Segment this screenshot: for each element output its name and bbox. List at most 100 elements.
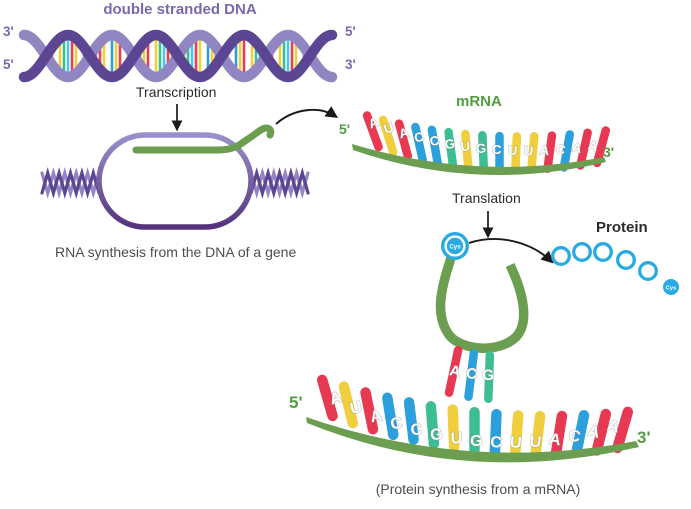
nucleotide-U bbox=[530, 410, 546, 459]
protein-amino-label: Cys bbox=[666, 285, 677, 291]
base-letter: U bbox=[348, 399, 363, 418]
nucleotide-G bbox=[484, 350, 495, 403]
trna-amino-label: Cys bbox=[449, 244, 461, 251]
dna-rung bbox=[234, 41, 238, 71]
dna-rung bbox=[162, 41, 166, 71]
base-bar bbox=[464, 349, 479, 401]
nucleotide-C bbox=[489, 408, 502, 457]
nucleotide-A bbox=[444, 345, 463, 397]
base-bar bbox=[338, 381, 359, 429]
base-bar bbox=[362, 111, 383, 152]
base-bar bbox=[425, 401, 440, 450]
base-bar bbox=[612, 406, 634, 454]
base-bar bbox=[427, 125, 442, 168]
dna-rung bbox=[62, 39, 66, 73]
dna-rung bbox=[190, 41, 194, 71]
plasmid-caption: RNA synthesis from the DNA of a gene bbox=[55, 244, 297, 260]
nucleotide-A bbox=[362, 111, 383, 152]
mrna-backbone bbox=[352, 144, 606, 175]
nucleotide-U bbox=[338, 381, 359, 429]
zigzag-strand bbox=[40, 167, 101, 199]
base-bar bbox=[378, 115, 398, 157]
base-letter: C bbox=[492, 142, 502, 157]
base-bar bbox=[484, 350, 495, 403]
dna-rung bbox=[242, 38, 246, 74]
dna-rung bbox=[110, 38, 114, 74]
base-letter: A bbox=[586, 423, 602, 442]
base-letter: G bbox=[444, 136, 456, 152]
nucleotide-C bbox=[427, 125, 442, 168]
dna-right-5prime: 5' bbox=[345, 24, 356, 39]
base-letter: U bbox=[508, 143, 518, 158]
dna-strand-dark bbox=[18, 29, 338, 83]
dna-rung bbox=[194, 39, 198, 73]
dna-rung bbox=[70, 39, 74, 73]
dna-rung bbox=[102, 41, 106, 71]
nucleotide-U bbox=[511, 132, 522, 175]
base-bar bbox=[469, 407, 480, 455]
base-bar bbox=[444, 345, 463, 397]
nucleotide-U bbox=[447, 404, 460, 453]
mrna-3prime: 3' bbox=[603, 144, 615, 160]
base-bar bbox=[394, 119, 413, 161]
nucleotide-A bbox=[360, 387, 379, 435]
nucleotide-A bbox=[543, 131, 557, 174]
nucleotide-G bbox=[425, 401, 440, 450]
dna-rung bbox=[74, 41, 78, 71]
base-letter: G bbox=[476, 141, 487, 156]
translation-label: Translation bbox=[452, 190, 521, 206]
dna-rung bbox=[294, 41, 298, 71]
dna-zigzag-right bbox=[249, 167, 310, 199]
nucleotide-U bbox=[461, 129, 473, 172]
base-letter: C bbox=[413, 129, 426, 146]
dna-double-helix bbox=[18, 29, 338, 83]
base-bar bbox=[489, 408, 502, 457]
base-bar bbox=[444, 127, 458, 170]
base-letter: C bbox=[555, 141, 567, 158]
base-letter: G bbox=[482, 367, 494, 384]
gene-plasmid-loop bbox=[96, 132, 254, 230]
base-bar bbox=[543, 131, 557, 174]
nucleotide-C bbox=[571, 410, 590, 458]
base-letter: U bbox=[450, 430, 462, 447]
protein-subunit bbox=[551, 246, 571, 266]
to-protein-arrow bbox=[468, 238, 554, 264]
nucleotide-A bbox=[612, 406, 634, 454]
base-bar bbox=[447, 404, 460, 453]
zigzag-strand bbox=[249, 167, 310, 199]
base-bar bbox=[576, 128, 592, 170]
anticodon-bases bbox=[444, 345, 495, 403]
base-bar bbox=[495, 131, 504, 174]
dna-rung bbox=[206, 41, 210, 71]
base-bar bbox=[360, 387, 379, 435]
nascent-rna-strand bbox=[132, 124, 275, 154]
base-letter: A bbox=[539, 142, 551, 158]
mrna-5prime: 5' bbox=[339, 121, 351, 137]
protein-chain: Cys bbox=[551, 242, 679, 295]
dna-rung bbox=[198, 38, 202, 74]
bottom-mrna-5prime: 5' bbox=[289, 393, 303, 412]
mrna-label: mRNA bbox=[456, 93, 502, 110]
dna-rung bbox=[66, 38, 70, 74]
nucleotide-A bbox=[394, 119, 413, 161]
base-bar bbox=[511, 132, 522, 175]
base-letter: C bbox=[465, 365, 478, 383]
dna-rung bbox=[118, 41, 122, 71]
dna-rung bbox=[158, 39, 162, 73]
mrna-bases bbox=[362, 111, 611, 175]
nucleotide-G bbox=[444, 127, 458, 170]
base-letter: U bbox=[529, 433, 543, 451]
zigzag-strand bbox=[249, 167, 310, 199]
protein-subunit bbox=[638, 261, 658, 281]
transcription-label: Transcription bbox=[136, 84, 217, 100]
dna-rung bbox=[278, 41, 282, 71]
protein-label: Protein bbox=[596, 219, 648, 236]
base-bar bbox=[571, 410, 590, 458]
nucleotide-C bbox=[559, 130, 575, 172]
nucleotide-A bbox=[591, 408, 612, 456]
dna-rung bbox=[154, 38, 158, 74]
amino-acid-core bbox=[446, 237, 464, 255]
